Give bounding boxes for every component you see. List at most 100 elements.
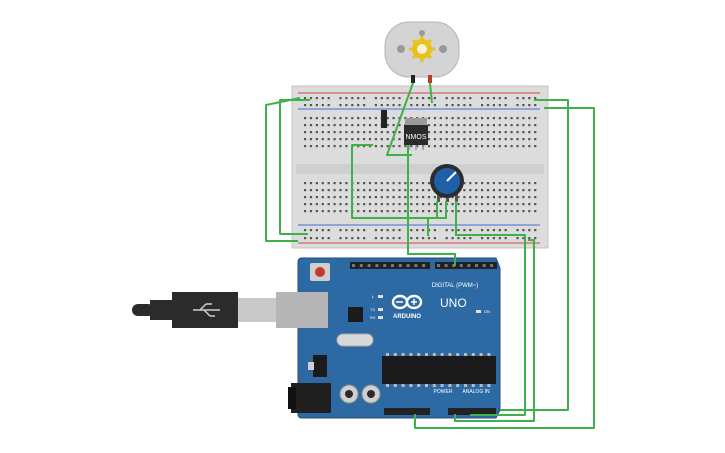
breadboard-hole[interactable]: [304, 210, 307, 213]
breadboard-hole[interactable]: [374, 131, 377, 134]
breadboard-hole[interactable]: [486, 138, 490, 141]
breadboard-hole[interactable]: [504, 182, 507, 185]
breadboard-hole[interactable]: [528, 138, 531, 141]
breadboard-hole[interactable]: [481, 138, 484, 141]
breadboard-hole[interactable]: [304, 182, 307, 185]
breadboard-hole[interactable]: [321, 203, 324, 206]
breadboard-hole[interactable]: [451, 145, 454, 148]
breadboard-hole[interactable]: [304, 196, 307, 199]
breadboard-hole[interactable]: [416, 182, 419, 185]
breadboard-hole[interactable]: [309, 124, 313, 127]
breadboard-hole[interactable]: [451, 229, 454, 232]
breadboard-hole[interactable]: [404, 189, 407, 192]
breadboard-hole[interactable]: [315, 97, 318, 100]
breadboard-hole[interactable]: [445, 97, 448, 100]
breadboard-hole[interactable]: [481, 229, 484, 232]
breadboard-hole[interactable]: [486, 104, 490, 107]
breadboard-hole[interactable]: [469, 97, 472, 100]
breadboard-hole[interactable]: [410, 196, 413, 199]
breadboard-hole[interactable]: [410, 203, 413, 206]
breadboard-hole[interactable]: [498, 138, 501, 141]
breadboard-hole[interactable]: [368, 189, 372, 192]
breadboard-hole[interactable]: [309, 203, 313, 206]
breadboard-hole[interactable]: [363, 196, 366, 199]
breadboard-hole[interactable]: [463, 145, 466, 148]
breadboard-hole[interactable]: [522, 203, 525, 206]
breadboard-hole[interactable]: [309, 104, 313, 107]
breadboard-hole[interactable]: [327, 237, 330, 240]
breadboard-hole[interactable]: [374, 117, 377, 120]
breadboard-hole[interactable]: [481, 210, 484, 213]
breadboard-hole[interactable]: [427, 145, 431, 148]
breadboard-hole[interactable]: [380, 131, 383, 134]
breadboard-hole[interactable]: [528, 237, 531, 240]
breadboard-hole[interactable]: [498, 97, 501, 100]
breadboard-hole[interactable]: [404, 182, 407, 185]
breadboard-hole[interactable]: [486, 229, 490, 232]
breadboard-hole[interactable]: [333, 189, 336, 192]
breadboard-hole[interactable]: [516, 138, 519, 141]
breadboard-hole[interactable]: [368, 196, 372, 199]
breadboard-hole[interactable]: [392, 104, 395, 107]
breadboard-hole[interactable]: [463, 229, 466, 232]
breadboard-hole[interactable]: [304, 117, 307, 120]
breadboard-hole[interactable]: [522, 131, 525, 134]
breadboard-hole[interactable]: [345, 210, 348, 213]
breadboard-hole[interactable]: [416, 237, 419, 240]
wire-left-outer-loop[interactable]: [265, 97, 301, 242]
breadboard-hole[interactable]: [522, 124, 525, 127]
breadboard-hole[interactable]: [463, 138, 466, 141]
breadboard-hole[interactable]: [368, 124, 372, 127]
breadboard-hole[interactable]: [321, 104, 324, 107]
breadboard-hole[interactable]: [457, 124, 460, 127]
breadboard-hole[interactable]: [309, 210, 313, 213]
breadboard-hole[interactable]: [422, 182, 425, 185]
digital-pin[interactable]: [398, 264, 402, 267]
breadboard-hole[interactable]: [357, 124, 360, 127]
breadboard-hole[interactable]: [410, 104, 413, 107]
breadboard-hole[interactable]: [475, 131, 478, 134]
breadboard-hole[interactable]: [469, 131, 472, 134]
breadboard-hole[interactable]: [439, 131, 442, 134]
breadboard-hole[interactable]: [321, 117, 324, 120]
breadboard-hole[interactable]: [339, 237, 342, 240]
breadboard-hole[interactable]: [345, 124, 348, 127]
wire-pot-mid[interactable]: [427, 201, 447, 236]
breadboard-hole[interactable]: [357, 131, 360, 134]
breadboard-hole[interactable]: [463, 104, 466, 107]
breadboard-hole[interactable]: [380, 145, 383, 148]
breadboard-hole[interactable]: [528, 210, 531, 213]
breadboard-hole[interactable]: [433, 131, 436, 134]
breadboard-hole[interactable]: [516, 210, 519, 213]
breadboard-hole[interactable]: [398, 196, 401, 199]
breadboard-hole[interactable]: [374, 124, 377, 127]
breadboard-hole[interactable]: [327, 104, 330, 107]
breadboard-hole[interactable]: [534, 229, 537, 232]
breadboard-hole[interactable]: [339, 138, 342, 141]
breadboard-hole[interactable]: [321, 97, 324, 100]
breadboard-hole[interactable]: [404, 203, 407, 206]
breadboard-hole[interactable]: [422, 237, 425, 240]
breadboard-hole[interactable]: [351, 131, 354, 134]
breadboard-hole[interactable]: [304, 131, 307, 134]
digital-pin[interactable]: [375, 264, 379, 267]
breadboard-hole[interactable]: [386, 124, 389, 127]
breadboard-hole[interactable]: [475, 182, 478, 185]
breadboard-hole[interactable]: [510, 182, 513, 185]
digital-pin[interactable]: [437, 264, 440, 267]
breadboard-hole[interactable]: [327, 196, 330, 199]
breadboard-hole[interactable]: [469, 138, 472, 141]
breadboard-hole[interactable]: [451, 117, 454, 120]
breadboard-hole[interactable]: [333, 131, 336, 134]
breadboard-hole[interactable]: [469, 203, 472, 206]
breadboard-hole[interactable]: [427, 131, 431, 134]
potentiometer[interactable]: [430, 164, 464, 202]
breadboard-hole[interactable]: [528, 124, 531, 127]
breadboard-hole[interactable]: [451, 138, 454, 141]
breadboard-hole[interactable]: [374, 97, 377, 100]
breadboard-hole[interactable]: [528, 104, 531, 107]
breadboard-hole[interactable]: [339, 145, 342, 148]
wire-bb-right-to-a0[interactable]: [454, 239, 535, 422]
breadboard-hole[interactable]: [463, 97, 466, 100]
breadboard-hole[interactable]: [386, 189, 389, 192]
